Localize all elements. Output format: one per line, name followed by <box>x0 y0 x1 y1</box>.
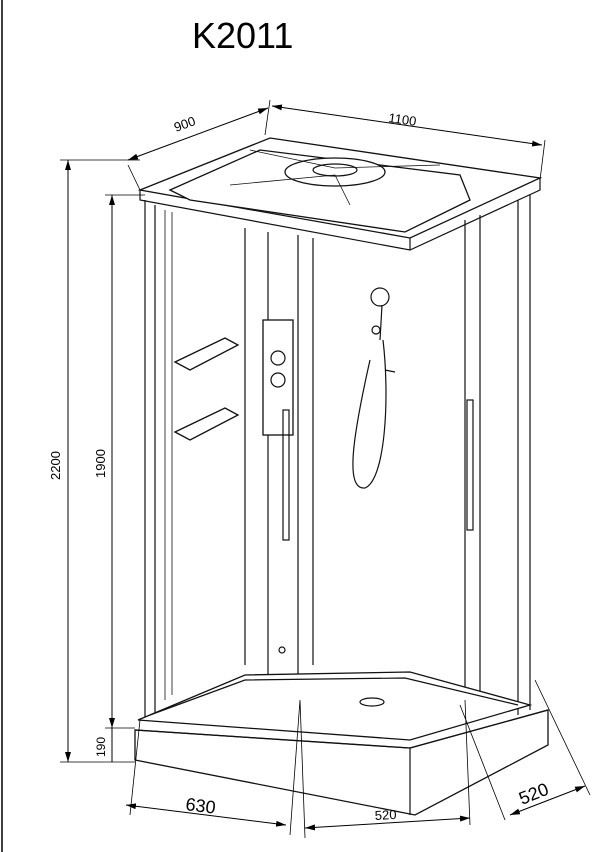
dim-base-left: 630 <box>185 794 217 818</box>
door-handle <box>466 399 474 531</box>
control-knob-icon <box>270 350 286 366</box>
dim-base-right: 520 <box>516 779 551 809</box>
dim-base-height: 190 <box>94 737 108 757</box>
dim-glass-height: 1900 <box>93 449 108 478</box>
dim-total-height: 2200 <box>48 451 63 480</box>
control-panel <box>262 319 294 436</box>
roof <box>137 137 543 251</box>
model-title: K2011 <box>192 15 293 56</box>
dim-depth-top: 900 <box>172 113 198 135</box>
shelf <box>173 337 240 371</box>
door-handle <box>282 409 290 541</box>
dim-width-top: 1100 <box>388 110 418 129</box>
control-knob-icon <box>270 372 286 388</box>
hand-shower <box>352 287 396 489</box>
cabin-frame <box>144 195 531 720</box>
dim-base-front: 520 <box>374 807 396 823</box>
shelf <box>173 407 240 441</box>
dimension-lines <box>60 99 591 839</box>
shower-tray <box>134 646 549 816</box>
